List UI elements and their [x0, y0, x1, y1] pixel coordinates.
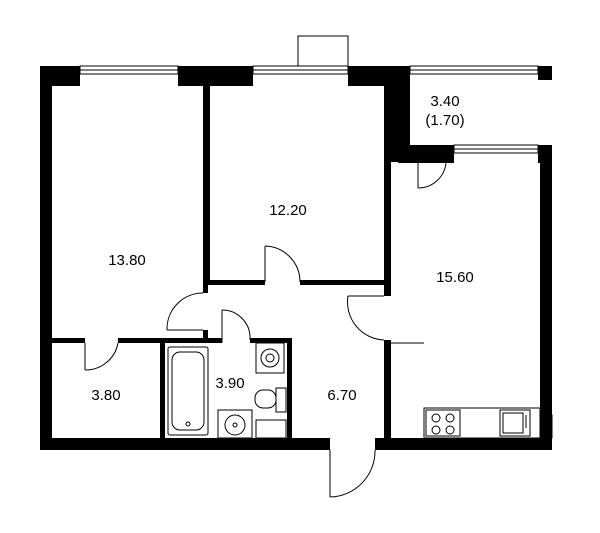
room-area-bedroom-middle: 12.20 [269, 202, 307, 219]
kitchen-counter [423, 407, 541, 439]
interior-walls [52, 86, 391, 438]
vent-shaft [297, 35, 349, 67]
fixtures [167, 342, 541, 439]
room-area-balcony: 3.40 [430, 93, 459, 110]
room-area-balcony-sub: (1.70) [425, 112, 464, 129]
doors [84, 162, 447, 498]
washbasin-icon [217, 409, 253, 439]
room-area-storage: 3.80 [91, 387, 120, 404]
room-area-hallway: 6.70 [327, 387, 356, 404]
stove-icon [425, 409, 461, 437]
washing-machine-icon [255, 342, 285, 374]
windows [79, 65, 553, 439]
bathtub-icon [167, 346, 209, 436]
room-area-kitchen-living: 15.60 [436, 269, 474, 286]
room-area-bathroom: 3.90 [215, 375, 244, 392]
room-area-bedroom-left: 13.80 [108, 252, 146, 269]
outer-walls [40, 66, 552, 450]
toilet-icon [275, 387, 287, 413]
sink-icon [499, 409, 531, 437]
